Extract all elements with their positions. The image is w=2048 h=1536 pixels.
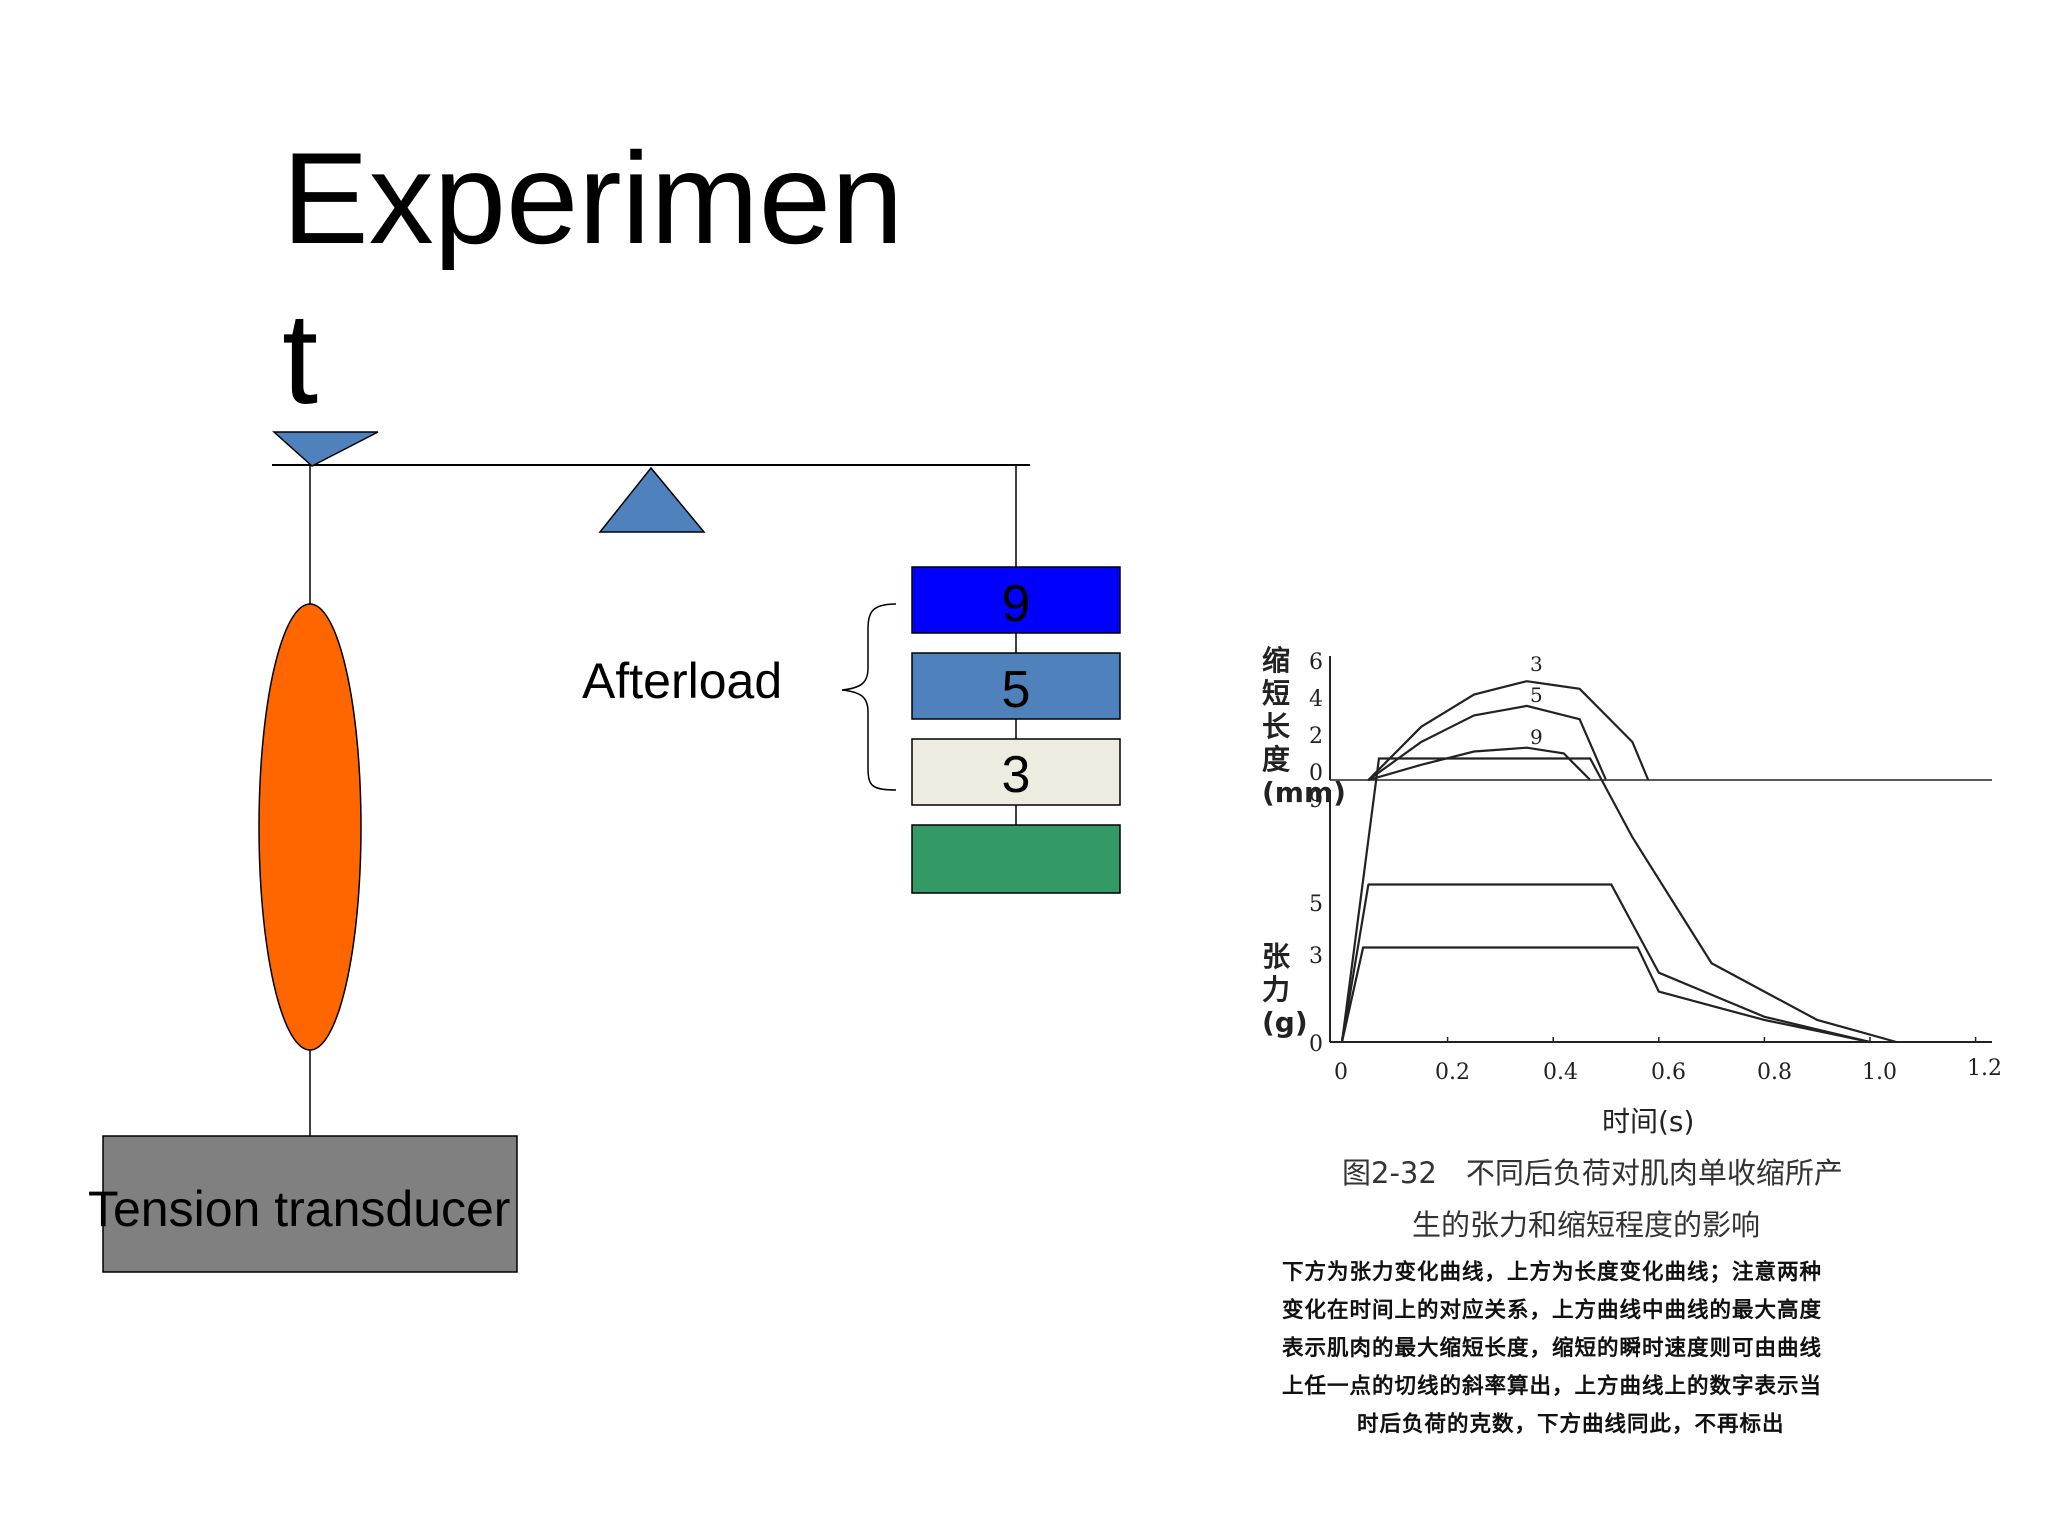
slide-title-line1: Experimen <box>282 125 904 271</box>
tension-curve-9 <box>1340 757 1897 1044</box>
afterload-brace <box>841 603 897 791</box>
x-tick-0: 0 <box>1334 1060 1348 1085</box>
curve-label-5: 5 <box>1530 683 1543 707</box>
weight-5-block <box>911 652 1121 720</box>
figure-description: 下方为张力变化曲线，上方为长度变化曲线；注意两种 变化在时间上的对应关系，上方曲… <box>1282 1254 1972 1444</box>
x-tick-1-2: 1.2 <box>1967 1056 2002 1081</box>
figure-description-line: 时后负荷的克数，下方曲线同此，不再标出 <box>1357 1412 1785 1437</box>
slide-title: Experimen t <box>282 118 922 438</box>
figure-description-line: 上任一点的切线的斜率算出，上方曲线上的数字表示当 <box>1282 1374 1823 1399</box>
y-tick-top-4: 4 <box>1309 687 1323 712</box>
shortening-curve-9 <box>1368 746 1591 782</box>
figure-description-line: 变化在时间上的对应关系，上方曲线中曲线的最大高度 <box>1282 1298 1823 1323</box>
tension-transducer <box>102 1135 518 1273</box>
y-tick-top-2: 2 <box>1309 724 1323 749</box>
weight-3-label: 3 <box>1001 746 1031 804</box>
y-axis-label-shortening: 缩短长度(mm) <box>1262 644 1346 809</box>
curve-label-9: 9 <box>1530 725 1543 749</box>
shortening-curve-3 <box>1367 680 1650 781</box>
afterload-label: Afterload <box>582 653 783 709</box>
y-axis-label-tension: 张力(g) <box>1262 940 1308 1039</box>
top-pivot <box>272 431 379 467</box>
y-tick-bottom-5: 5 <box>1309 892 1323 917</box>
y-tick-top-6: 6 <box>1309 650 1323 675</box>
y-tick-top-0: 0 <box>1309 761 1323 786</box>
x-axis-label: 时间(s) <box>1602 1105 1695 1138</box>
figure-description-line: 下方为张力变化曲线，上方为长度变化曲线；注意两种 <box>1282 1260 1823 1285</box>
slide-title-line2: t <box>282 285 319 431</box>
x-tick-1-0: 1.0 <box>1862 1060 1897 1085</box>
tension-curve-3 <box>1340 946 1871 1044</box>
textbook-figure: 缩短长度(mm) 张力(g) 6 4 2 0 9 5 3 0 0 0.2 0.4… <box>1252 630 2002 1470</box>
muscle <box>258 603 362 1051</box>
weight-3-block <box>911 738 1121 806</box>
weight-5-label: 5 <box>1001 661 1031 719</box>
x-tick-0-2: 0.2 <box>1435 1060 1470 1085</box>
weight-9-block <box>911 566 1121 634</box>
y-tick-bottom-0: 0 <box>1309 1032 1323 1057</box>
tension-curve-5 <box>1340 883 1871 1044</box>
base-weight-block <box>911 824 1121 894</box>
figure-chart <box>1329 656 1992 1044</box>
x-tick-0-8: 0.8 <box>1757 1060 1792 1085</box>
figure-description-line: 表示肌肉的最大缩短长度，缩短的瞬时速度则可由曲线 <box>1282 1336 1823 1361</box>
figure-caption-line2: 生的张力和缩短程度的影响 <box>1412 1208 1761 1242</box>
fulcrum <box>598 466 706 533</box>
y-tick-bottom-9: 9 <box>1309 788 1323 813</box>
weight-9-label: 9 <box>1001 575 1031 633</box>
curve-label-3: 3 <box>1530 652 1543 676</box>
x-tick-0-6: 0.6 <box>1651 1060 1686 1085</box>
shortening-curve-5 <box>1367 704 1608 781</box>
x-tick-0-4: 0.4 <box>1543 1060 1578 1085</box>
figure-caption-line1: 图2-32 不同后负荷对肌肉单收缩所产 <box>1342 1156 1843 1190</box>
y-tick-bottom-3: 3 <box>1309 944 1323 969</box>
transducer-label: Tension transducer <box>88 1181 511 1237</box>
